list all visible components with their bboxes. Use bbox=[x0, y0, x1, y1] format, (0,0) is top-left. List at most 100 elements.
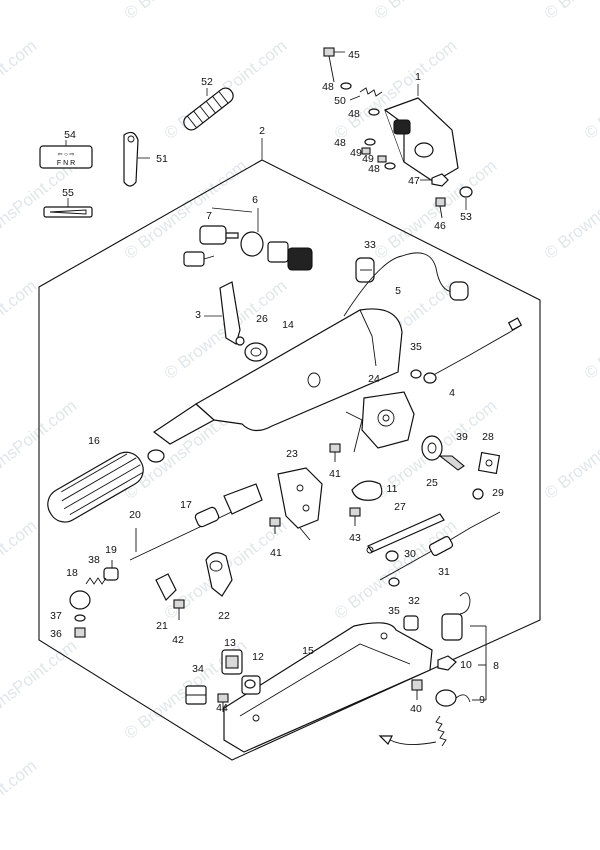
callout-36: 36 bbox=[50, 628, 62, 640]
callout-20: 20 bbox=[129, 509, 141, 521]
callout-11: 11 bbox=[387, 483, 398, 495]
part-34-block bbox=[185, 685, 207, 705]
callout-25: 25 bbox=[426, 477, 438, 489]
part-9-lanyard-clip bbox=[435, 689, 471, 707]
callout-39: 39 bbox=[456, 431, 468, 443]
callout-41b: 41 bbox=[270, 547, 282, 559]
callout-28: 28 bbox=[482, 431, 494, 443]
part-8-stop-switch bbox=[441, 592, 487, 701]
callout-48b: 48 bbox=[348, 108, 360, 120]
watermark-text: © BrownsPoint.com bbox=[0, 276, 40, 383]
callout-42: 42 bbox=[172, 634, 184, 646]
watermark-text: © BrownsPoint.com bbox=[581, 36, 600, 143]
callout-38: 38 bbox=[88, 554, 100, 566]
callout-10: 10 bbox=[460, 659, 472, 671]
watermark-text: © BrownsPoint.com bbox=[121, 0, 251, 23]
callout-51: 51 bbox=[156, 153, 168, 165]
callout-4: 4 bbox=[449, 387, 455, 399]
part-51-clip bbox=[123, 131, 150, 187]
watermark-text: © BrownsPoint.com bbox=[581, 276, 600, 383]
callout-8: 8 bbox=[493, 660, 499, 672]
callout-6: 6 bbox=[252, 194, 258, 206]
callout-47: 47 bbox=[408, 175, 420, 187]
part-30-washer bbox=[385, 550, 399, 562]
watermark-text: © BrownsPoint.com bbox=[541, 156, 600, 263]
callout-48a: 48 bbox=[322, 81, 334, 93]
callout-27: 27 bbox=[394, 501, 406, 513]
callout-1: 1 bbox=[415, 71, 421, 83]
callout-18: 18 bbox=[66, 567, 78, 579]
part-10-nut bbox=[437, 655, 457, 671]
watermark-text: © BrownsPoint.com bbox=[0, 636, 80, 743]
callout-46: 46 bbox=[434, 220, 446, 232]
callout-35b: 35 bbox=[388, 605, 400, 617]
callout-23: 23 bbox=[286, 448, 298, 460]
part-29-cap bbox=[472, 488, 484, 500]
callout-26: 26 bbox=[256, 313, 268, 325]
callout-44: 44 bbox=[216, 702, 228, 714]
callout-49b: 49 bbox=[362, 153, 374, 165]
part-42-screw bbox=[173, 599, 185, 620]
part-4-throttle-cable bbox=[423, 317, 523, 384]
part-24-throttle-mechanism bbox=[345, 391, 415, 453]
part-22-cable-clamp bbox=[205, 552, 233, 597]
callout-layer: 1234567891011121314151617181920212223242… bbox=[50, 49, 504, 715]
part-47-nut bbox=[420, 173, 449, 187]
callout-24: 24 bbox=[368, 373, 380, 385]
part-21-bracket bbox=[155, 573, 177, 602]
part-54-shift-label: ⇦ ○ ⇨ F N R bbox=[39, 140, 93, 169]
part-41-screw-b bbox=[269, 517, 281, 534]
callout-43: 43 bbox=[349, 532, 361, 544]
part-35-washer-a bbox=[410, 369, 422, 379]
part-14-tiller-housing bbox=[152, 308, 403, 445]
part-32-grommet bbox=[403, 615, 419, 631]
part-36-bolt bbox=[74, 627, 86, 638]
callout-33: 33 bbox=[364, 239, 376, 251]
part-40-bolt bbox=[411, 679, 423, 700]
callout-45: 45 bbox=[348, 49, 360, 61]
part-11-knob-cap bbox=[351, 480, 383, 501]
callout-35a: 35 bbox=[410, 341, 422, 353]
callout-29: 29 bbox=[492, 487, 504, 499]
callout-9: 9 bbox=[479, 694, 485, 706]
part-39-bolt bbox=[438, 455, 465, 471]
part-44-screw bbox=[217, 693, 229, 712]
part-23-switch-bracket bbox=[277, 467, 323, 541]
part-50-spring bbox=[349, 87, 383, 101]
part-52-grip-sleeve bbox=[183, 87, 234, 131]
callout-2: 2 bbox=[259, 125, 265, 137]
part-16-grip-handle bbox=[47, 449, 165, 523]
callout-40: 40 bbox=[410, 703, 422, 715]
part-15-bottom-bracket bbox=[223, 622, 433, 753]
callout-22: 22 bbox=[218, 610, 230, 622]
callout-30: 30 bbox=[404, 548, 416, 560]
part-3-shift-lever bbox=[204, 281, 245, 346]
callout-13: 13 bbox=[224, 637, 236, 649]
part-7-key bbox=[183, 207, 253, 267]
part-38-spring bbox=[85, 567, 119, 585]
shift-label-text: F N R bbox=[57, 160, 75, 167]
callout-16: 16 bbox=[88, 435, 100, 447]
watermark-text: © BrownsPoint.com bbox=[541, 0, 600, 23]
part-33-grommet bbox=[355, 257, 375, 283]
callout-54: 54 bbox=[64, 129, 76, 141]
callout-49a: 49 bbox=[350, 147, 362, 159]
part-18-knob bbox=[69, 590, 91, 610]
callout-19: 19 bbox=[105, 544, 117, 556]
callout-12: 12 bbox=[252, 651, 264, 663]
callout-7: 7 bbox=[206, 210, 212, 222]
part-13-cover bbox=[221, 649, 243, 675]
svg-text:⇦ ○ ⇨: ⇦ ○ ⇨ bbox=[57, 152, 74, 158]
callout-17: 17 bbox=[180, 499, 192, 511]
callout-55: 55 bbox=[62, 187, 74, 199]
watermark-text: © BrownsPoint.com bbox=[541, 396, 600, 503]
callout-48c: 48 bbox=[334, 137, 346, 149]
part-41-screw-a bbox=[329, 443, 341, 462]
part-40-lanyard bbox=[378, 715, 447, 747]
part-6-key-switch bbox=[240, 208, 313, 271]
part-46-bolt bbox=[435, 197, 446, 219]
part-45-bolt bbox=[323, 47, 345, 83]
callout-3: 3 bbox=[195, 309, 201, 321]
watermark-text: © BrownsPoint.com bbox=[0, 36, 40, 143]
